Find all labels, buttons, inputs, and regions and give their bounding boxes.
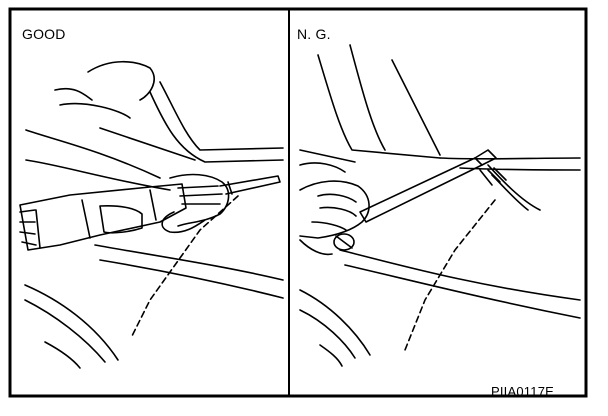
figure-code: PIIA0117E xyxy=(491,384,554,399)
ng-label: N. G. xyxy=(297,26,331,42)
good-label: GOOD xyxy=(22,26,66,42)
figure-frame xyxy=(8,7,588,398)
ng-panel-drawing xyxy=(299,44,581,367)
good-panel-drawing xyxy=(19,60,284,369)
